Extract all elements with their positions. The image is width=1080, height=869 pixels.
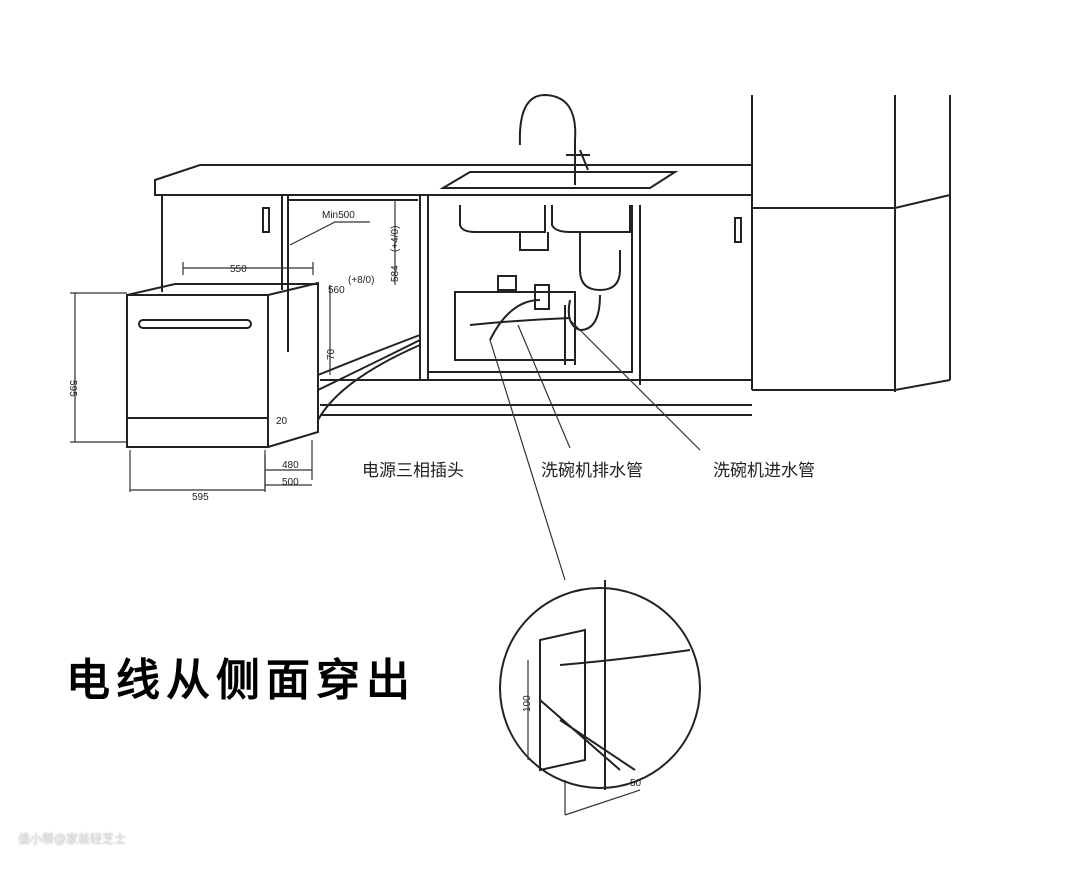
label-inlet-hose: 洗碗机进水管 xyxy=(713,461,815,481)
base-cabinets xyxy=(161,195,753,416)
dim-560: 560 xyxy=(328,285,345,296)
countertop xyxy=(154,164,753,196)
dim-584: 584 xyxy=(390,265,401,282)
dim-100: 100 xyxy=(522,695,533,712)
dim-584-tol: (+4/0) xyxy=(390,226,401,252)
dim-500: 500 xyxy=(282,477,299,488)
dim-50: 50 xyxy=(630,778,642,789)
dim-min500: Min500 xyxy=(322,210,355,221)
faucet xyxy=(518,93,590,185)
caption: 电线从侧面穿出 xyxy=(66,655,416,706)
watermark: 值小帮@家装轻芝士 xyxy=(18,832,127,846)
dim-20: 20 xyxy=(276,416,288,427)
label-drain-hose: 洗碗机排水管 xyxy=(541,461,643,481)
dim-480: 480 xyxy=(282,460,299,471)
tall-cabinet xyxy=(751,95,951,392)
dim-595-width: 595 xyxy=(192,492,209,503)
detail-callout xyxy=(499,580,701,816)
dim-550: 550 xyxy=(230,264,247,275)
label-power-socket: 电源三相插头 xyxy=(362,461,464,481)
dim-595-height: 595 xyxy=(67,380,78,397)
dim-70: 70 xyxy=(326,348,337,360)
dim-560-tol: (+8/0) xyxy=(348,275,374,286)
dishwasher xyxy=(126,281,421,448)
dimension-lines xyxy=(70,200,701,581)
sink-plumbing xyxy=(454,205,631,365)
